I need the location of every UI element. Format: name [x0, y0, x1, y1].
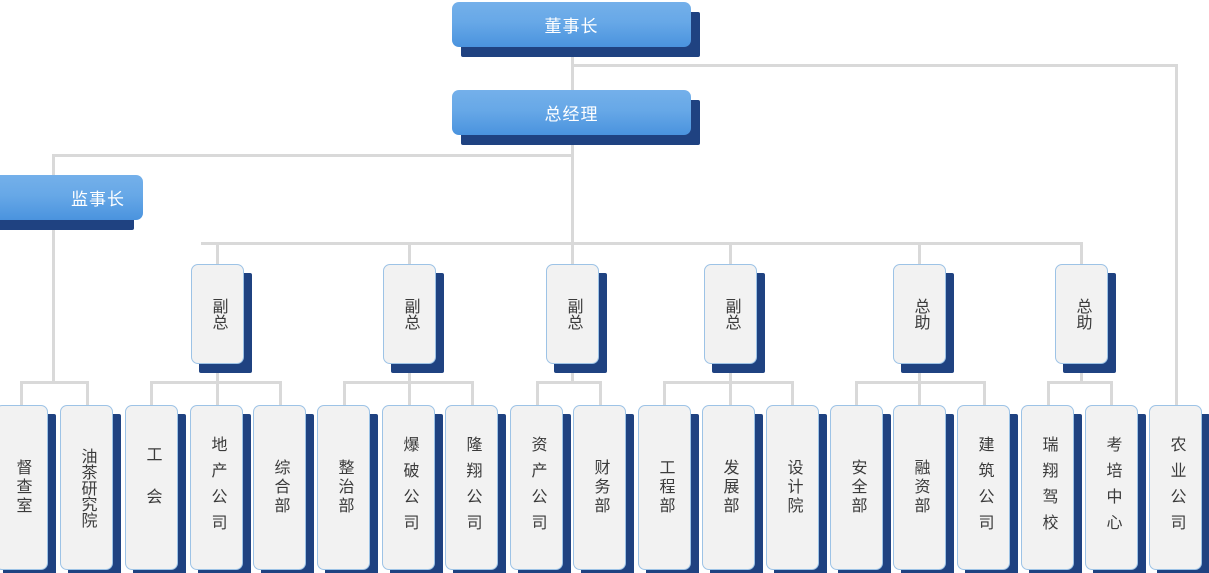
connector-child-drop-3-0: [536, 381, 539, 406]
connector-subbus-3: [536, 381, 602, 384]
camellia-research-institute-label: 油茶研究院: [78, 447, 96, 528]
connector-child-drop-4-1: [729, 381, 732, 406]
general-affairs-department-label: 综合部: [271, 459, 289, 516]
deputy-gm-1-label: 副总: [209, 298, 227, 330]
connector-chairman-to-gm: [571, 47, 574, 104]
finance-department-label: 财务部: [591, 459, 609, 516]
node-finance-department[interactable]: 财务部: [573, 405, 634, 573]
connector-stem-deputy-3: [571, 364, 574, 383]
node-training-center[interactable]: 考培中心: [1085, 405, 1146, 573]
agriculture-company-label: 农业公司: [1167, 435, 1185, 540]
deputy-gm-2-label: 副总: [401, 298, 419, 330]
node-gm-assistant-2[interactable]: 总助: [1055, 264, 1116, 373]
connector-child-drop-5-0: [855, 381, 858, 406]
node-blasting-company[interactable]: 爆破公司: [382, 405, 443, 573]
longxiang-company-label: 隆翔公司: [463, 435, 481, 540]
node-deputy-gm-2[interactable]: 副总: [383, 264, 444, 373]
connector-drop-deputy-3: [571, 242, 574, 265]
financing-department-label: 融资部: [911, 459, 929, 516]
connector-child-drop-2-1: [408, 381, 411, 406]
node-chief-supervisor[interactable]: 监事长: [0, 175, 143, 230]
connector-child-drop-2-0: [343, 381, 346, 406]
node-gm-assistant-1[interactable]: 总助: [893, 264, 954, 373]
blasting-company-label: 爆破公司: [400, 435, 418, 540]
connector-child-drop-5-1: [918, 381, 921, 406]
node-general-manager[interactable]: 总经理: [452, 90, 700, 145]
connector-child-drop-6-1: [1110, 381, 1113, 406]
connector-child-drop-3-1: [599, 381, 602, 406]
node-chairman[interactable]: 董事长: [452, 2, 700, 57]
node-engineering-department[interactable]: 工程部: [638, 405, 699, 573]
node-construction-company[interactable]: 建筑公司: [957, 405, 1018, 573]
development-department-label: 发展部: [720, 459, 738, 516]
deputy-gm-4-label: 副总: [722, 298, 740, 330]
labor-union-label: 工会: [143, 445, 161, 530]
connector-subbus-4: [663, 381, 794, 384]
node-supervision-office[interactable]: 督查室: [0, 405, 56, 573]
engineering-department-label: 工程部: [656, 459, 674, 516]
chief-supervisor-label: 监事长: [0, 175, 143, 220]
safety-department-label: 安全部: [848, 459, 866, 516]
connector-child-drop-1-0: [150, 381, 153, 406]
node-real-estate-company[interactable]: 地产公司: [190, 405, 251, 573]
chairman-label: 董事长: [452, 2, 691, 47]
node-deputy-gm-3[interactable]: 副总: [546, 264, 607, 373]
supervision-office-label: 督查室: [13, 459, 31, 516]
design-institute-label: 设计院: [784, 459, 802, 516]
connector-child-drop-6-0: [1047, 381, 1050, 406]
connector-child-drop-0-0: [20, 381, 23, 406]
node-camellia-research-institute[interactable]: 油茶研究院: [60, 405, 121, 573]
connector-subbus-6: [1047, 381, 1113, 384]
connector-drop-assistant-1: [918, 242, 921, 265]
node-rectification-department[interactable]: 整治部: [317, 405, 378, 573]
connector-gm-to-supervisor-bus: [52, 154, 574, 157]
connector-drop-deputy-1: [216, 242, 219, 265]
connector-drop-deputy-2: [408, 242, 411, 265]
general-manager-label: 总经理: [452, 90, 691, 135]
asset-company-label: 资产公司: [528, 435, 546, 540]
connector-gm-down: [571, 135, 574, 245]
connector-stem-deputy-1: [216, 364, 219, 383]
connector-child-drop-1-1: [216, 381, 219, 406]
ruixiang-driving-school-label: 瑞翔驾校: [1039, 435, 1057, 540]
node-agriculture-company[interactable]: 农业公司: [1149, 405, 1209, 573]
gm-assistant-2-label: 总助: [1073, 298, 1091, 330]
connector-chairman-right-bus: [571, 64, 1178, 67]
node-longxiang-company[interactable]: 隆翔公司: [445, 405, 506, 573]
connector-subbus-0: [20, 381, 89, 384]
connector-middle-bus: [201, 242, 1082, 245]
connector-drop-assistant-2: [1080, 242, 1083, 265]
gm-assistant-1-label: 总助: [911, 298, 929, 330]
node-safety-department[interactable]: 安全部: [830, 405, 891, 573]
connector-child-drop-0-1: [86, 381, 89, 406]
connector-stem-deputy-2: [408, 364, 411, 383]
connector-drop-deputy-4: [729, 242, 732, 265]
node-general-affairs-department[interactable]: 综合部: [253, 405, 314, 573]
connector-child-drop-2-2: [471, 381, 474, 406]
connector-stem-assistant-2: [1080, 364, 1083, 383]
node-deputy-gm-1[interactable]: 副总: [191, 264, 252, 373]
connector-child-drop-5-2: [983, 381, 986, 406]
node-design-institute[interactable]: 设计院: [766, 405, 827, 573]
real-estate-company-label: 地产公司: [208, 435, 226, 540]
connector-stem-assistant-1: [918, 364, 921, 383]
connector-child-drop-4-2: [791, 381, 794, 406]
deputy-gm-3-label: 副总: [564, 298, 582, 330]
training-center-label: 考培中心: [1103, 435, 1121, 540]
connector-right-spine: [1175, 64, 1178, 406]
connector-stem-deputy-4: [729, 364, 732, 383]
node-ruixiang-driving-school[interactable]: 瑞翔驾校: [1021, 405, 1082, 573]
node-deputy-gm-4[interactable]: 副总: [704, 264, 765, 373]
node-asset-company[interactable]: 资产公司: [510, 405, 571, 573]
node-development-department[interactable]: 发展部: [702, 405, 763, 573]
connector-child-drop-1-2: [279, 381, 282, 406]
connector-child-drop-4-0: [663, 381, 666, 406]
node-financing-department[interactable]: 融资部: [893, 405, 954, 573]
rectification-department-label: 整治部: [335, 459, 353, 516]
construction-company-label: 建筑公司: [975, 435, 993, 540]
node-labor-union[interactable]: 工会: [125, 405, 186, 573]
connector-supervisor-spine: [52, 154, 55, 382]
